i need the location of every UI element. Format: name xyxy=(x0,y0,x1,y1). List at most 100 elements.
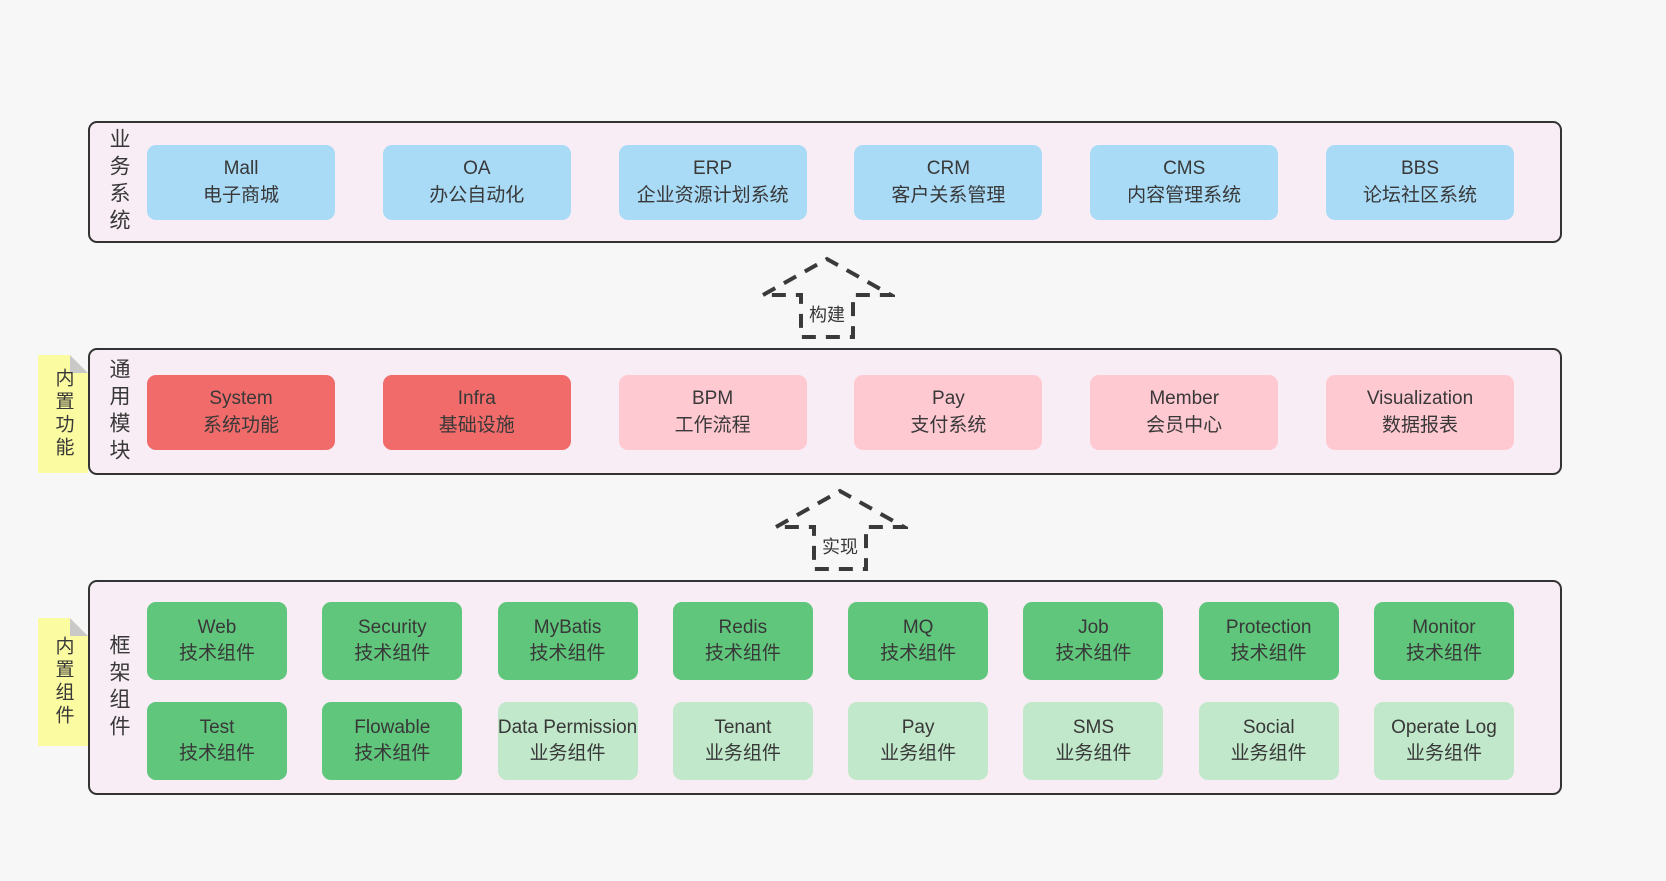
box-title: MyBatis xyxy=(533,616,602,638)
box-title: OA xyxy=(463,158,491,180)
box-title: MQ xyxy=(902,616,934,638)
box-title: Visualization xyxy=(1366,388,1474,410)
box-job: Job 技术组件 xyxy=(1023,602,1164,680)
box-title: Web xyxy=(197,616,237,638)
box-visualization: Visualization 数据报表 xyxy=(1325,375,1514,450)
sticky-note-built-in-functions: 内置功能 xyxy=(38,355,88,473)
box-title: Pay xyxy=(932,388,965,410)
box-title: BPM xyxy=(692,388,734,410)
box-oa: OA 办公自动化 xyxy=(382,145,571,220)
dashed-up-arrow-icon xyxy=(772,488,908,571)
box-title: Data Permission xyxy=(497,716,638,738)
arrow-label: 构建 xyxy=(805,299,849,328)
arrow-build: 构建 xyxy=(759,255,895,341)
box-security: Security 技术组件 xyxy=(322,602,463,680)
box-tenant: Tenant 业务组件 xyxy=(672,702,813,780)
panel-label: 通用模块 xyxy=(107,357,130,466)
box-subtitle: 数据报表 xyxy=(1381,414,1458,436)
box-web: Web 技术组件 xyxy=(147,602,287,680)
box-subtitle: 技术组件 xyxy=(1230,643,1307,664)
box-title: Protection xyxy=(1225,616,1312,638)
box-cms: CMS 内容管理系统 xyxy=(1090,145,1279,220)
box-subtitle: 技术组件 xyxy=(1055,643,1132,664)
box-infra: Infra 基础设施 xyxy=(382,375,571,450)
box-title: Social xyxy=(1242,716,1295,738)
box-title: Test xyxy=(199,716,235,738)
box-subtitle: 技术组件 xyxy=(354,743,431,764)
sticky-note-label: 内置功能 xyxy=(52,368,74,460)
box-subtitle: 电子商城 xyxy=(202,184,279,206)
box-subtitle: 业务组件 xyxy=(880,743,957,764)
box-subtitle: 业务组件 xyxy=(1405,743,1482,764)
box-subtitle: 技术组件 xyxy=(704,643,781,664)
box-title: SMS xyxy=(1072,716,1114,738)
box-bbs: BBS 论坛社区系统 xyxy=(1325,145,1514,220)
box-subtitle: 论坛社区系统 xyxy=(1362,184,1477,206)
box-bpm: BPM 工作流程 xyxy=(618,375,807,450)
box-subtitle: 业务组件 xyxy=(704,743,781,764)
box-subtitle: 业务组件 xyxy=(1230,743,1307,764)
box-subtitle: 技术组件 xyxy=(880,643,957,664)
box-subtitle: 业务组件 xyxy=(1055,743,1132,764)
box-subtitle: 企业资源计划系统 xyxy=(636,184,789,206)
box-crm: CRM 客户关系管理 xyxy=(854,145,1043,220)
box-subtitle: 工作流程 xyxy=(674,414,751,436)
box-protection: Protection 技术组件 xyxy=(1198,602,1339,680)
box-title: ERP xyxy=(693,158,733,180)
arrow-implement: 实现 xyxy=(772,487,908,573)
box-title: Security xyxy=(357,616,427,638)
sticky-note-built-in-components: 内置组件 xyxy=(38,618,88,746)
box-title: Monitor xyxy=(1412,616,1476,638)
box-redis: Redis 技术组件 xyxy=(672,602,813,680)
sticky-fold-icon xyxy=(70,618,88,636)
box-subtitle: 内容管理系统 xyxy=(1127,184,1242,206)
box-member: Member 会员中心 xyxy=(1090,375,1279,450)
box-mq: MQ 技术组件 xyxy=(848,602,989,680)
box-subtitle: 业务组件 xyxy=(529,743,606,764)
box-title: CMS xyxy=(1163,158,1206,180)
box-subtitle: 基础设施 xyxy=(438,414,515,436)
box-monitor: Monitor 技术组件 xyxy=(1373,602,1514,680)
panel-business-systems: 业务系统 Mall 电子商城 OA 办公自动化 ERP 企业资源计划系统 CRM 客户关系管理… xyxy=(88,121,1562,243)
box-title: CRM xyxy=(926,158,971,180)
box-title: Mall xyxy=(223,158,259,180)
box-title: Job xyxy=(1078,616,1109,638)
box-subtitle: 会员中心 xyxy=(1146,414,1223,436)
box-title: Member xyxy=(1149,388,1220,410)
box-subtitle: 客户关系管理 xyxy=(891,184,1006,206)
box-operate-log: Operate Log 业务组件 xyxy=(1373,702,1514,780)
box-subtitle: 技术组件 xyxy=(178,643,255,664)
box-data-permission: Data Permission 业务组件 xyxy=(497,702,638,780)
box-subtitle: 技术组件 xyxy=(178,743,255,764)
box-subtitle: 技术组件 xyxy=(1405,643,1482,664)
box-erp: ERP 企业资源计划系统 xyxy=(618,145,807,220)
arrow-label: 实现 xyxy=(818,531,862,560)
panel-label: 框架组件 xyxy=(107,633,130,742)
box-subtitle: 系统功能 xyxy=(202,414,279,436)
box-social: Social 业务组件 xyxy=(1198,702,1339,780)
box-title: Pay xyxy=(901,716,935,738)
dashed-up-arrow-icon xyxy=(759,256,895,339)
box-pay: Pay 业务组件 xyxy=(848,702,989,780)
box-subtitle: 办公自动化 xyxy=(429,184,525,206)
box-row: Mall 电子商城 OA 办公自动化 ERP 企业资源计划系统 CRM 客户关系管理 CMS 内容… xyxy=(147,145,1514,220)
box-title: Redis xyxy=(718,616,768,638)
box-title: Tenant xyxy=(714,716,772,738)
box-mall: Mall 电子商城 xyxy=(147,145,335,220)
box-sms: SMS 业务组件 xyxy=(1023,702,1164,780)
box-title: Operate Log xyxy=(1391,716,1497,738)
box-subtitle: 技术组件 xyxy=(354,643,431,664)
box-title: Infra xyxy=(457,388,496,410)
panel-label: 业务系统 xyxy=(107,128,130,236)
box-title: BBS xyxy=(1400,158,1439,180)
box-subtitle: 支付系统 xyxy=(910,414,987,436)
